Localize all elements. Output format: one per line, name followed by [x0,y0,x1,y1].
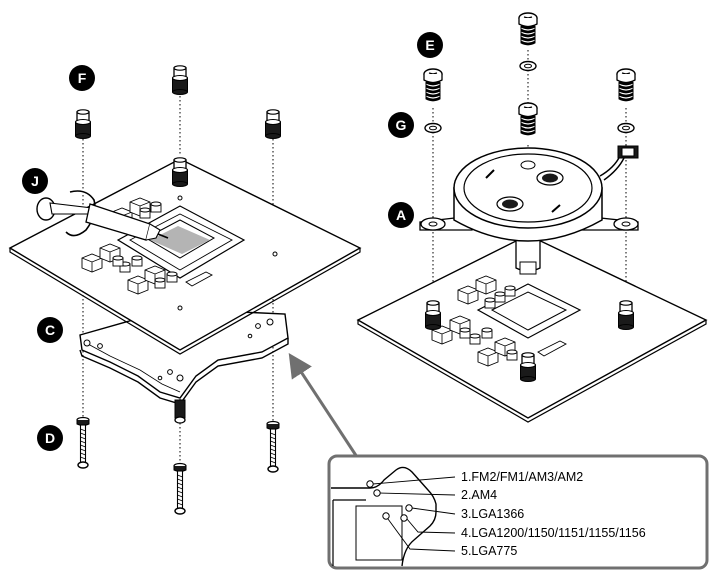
washer-right [617,122,635,134]
motherboard-left [8,158,362,355]
callout-d: D [37,425,63,451]
standoff-top [171,65,189,96]
callout-a-label: A [396,207,406,223]
detail-label-1: 1.FM2/FM1/AM3/AM2 [461,470,583,484]
callout-f: F [69,65,95,91]
detail-label-3: 3.LGA1366 [461,507,524,521]
thermal-paste-syringe [36,190,169,241]
water-block [419,145,639,275]
left-assembly [8,65,362,515]
standoff-right [264,109,282,140]
washer-left [424,122,442,134]
callout-g-label: G [396,117,407,133]
callout-j: J [22,168,48,194]
callout-c: C [37,317,63,343]
callout-g: G [388,112,414,138]
washer-top [519,60,537,72]
detail-label-5: 5.LGA775 [461,544,517,558]
long-screw-left [76,416,90,469]
screw-spring-top [517,11,539,46]
backplate-corner-detail [331,466,437,567]
callout-f-label: F [78,70,87,86]
right-assembly [356,11,708,423]
callout-d-label: D [45,430,55,446]
detail-label-2: 2.AM4 [461,488,497,502]
screw-spring-right [615,67,637,102]
screw-spring-center [517,101,539,136]
screw-spring-left [422,67,444,102]
screw-under-plate [174,399,186,424]
callout-j-label: J [31,173,39,189]
standoff-front-center [171,157,189,188]
motherboard-right [356,234,708,423]
long-screw-right [266,420,280,473]
callout-e: E [417,32,443,58]
callout-c-label: C [45,322,55,338]
detail-label-4: 4.LGA1200/1150/1151/1155/1156 [461,526,646,540]
detail-inset: 1.FM2/FM1/AM3/AM2 2.AM4 3.LGA1366 4.LGA1… [327,454,709,570]
callout-e-label: E [425,37,434,53]
detail-leaders [372,476,456,552]
standoff-left [74,109,92,140]
callout-a: A [388,202,414,228]
detail-leader-arrow [288,352,359,458]
long-screw-center [173,462,187,515]
